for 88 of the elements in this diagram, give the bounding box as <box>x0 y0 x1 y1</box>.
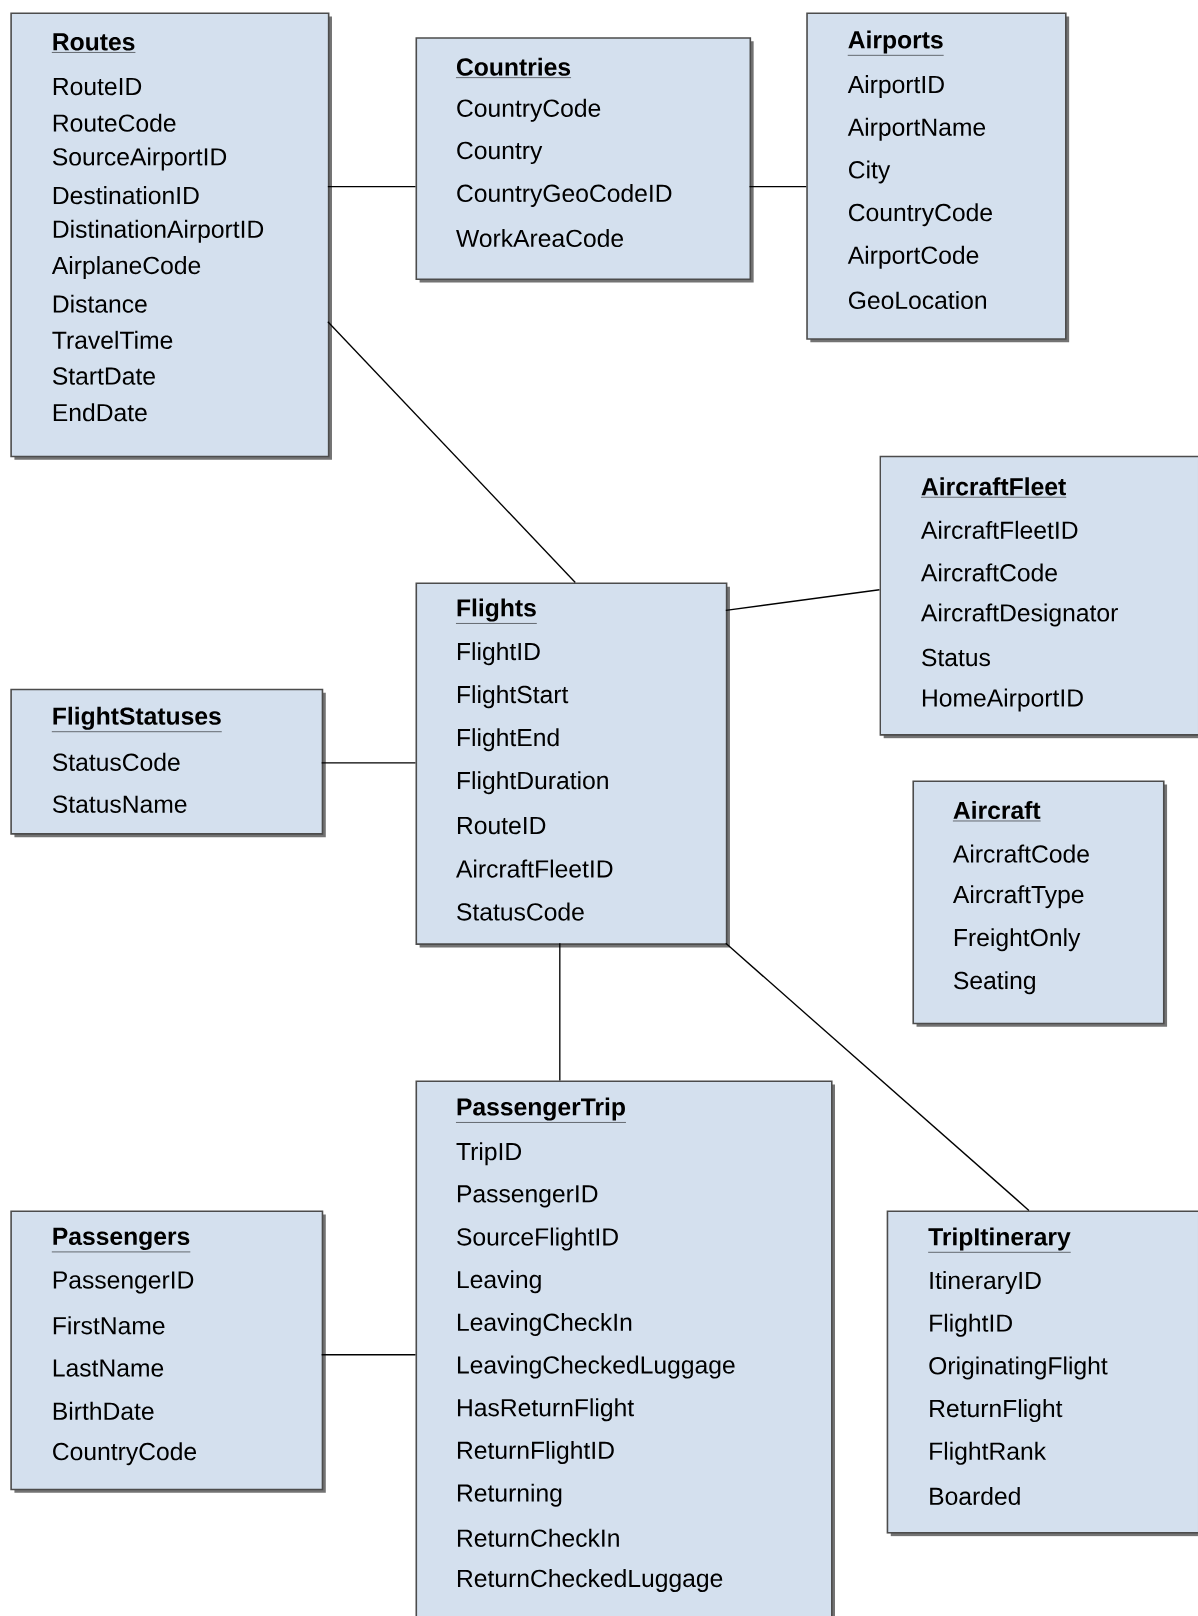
field-name: AircraftFleetID <box>456 859 613 878</box>
field-name: AircraftCode <box>952 844 1089 863</box>
table-box <box>415 1080 836 1616</box>
table-name: Airports <box>847 30 944 56</box>
field-name: ReturnFlightID <box>458 1440 614 1464</box>
field-name: DestinationID <box>53 186 199 205</box>
table-name: AircraftFleet <box>920 477 1067 498</box>
connector-line <box>559 942 561 1082</box>
field-name: CountryGeoCodeID <box>457 184 672 207</box>
field-name: TripID <box>456 1142 521 1166</box>
field-name: HomeAirportID <box>922 688 1083 712</box>
field-name: AircraftFleetID <box>921 520 1078 539</box>
field-name: FlightID <box>458 642 540 666</box>
field-name: Status <box>922 648 990 667</box>
field-name: PassengerID <box>458 1185 598 1208</box>
field-name: StartDate <box>52 367 155 385</box>
field-name: CountryCode <box>849 203 992 227</box>
field-name: AirportID <box>847 75 944 99</box>
field-name: StatusName <box>52 795 187 813</box>
field-name: LeavingCheckIn <box>458 1312 632 1336</box>
field-name: Seating <box>954 971 1035 995</box>
field-name: RouteID <box>458 817 546 835</box>
table-name: PassengerTrip <box>455 1097 627 1123</box>
table-box <box>912 780 1168 1027</box>
field-name: HasReturnFlight <box>458 1398 634 1422</box>
table-name: FlightStatuses <box>51 706 223 732</box>
field-name: AircraftCode <box>921 563 1057 582</box>
table-box <box>415 582 730 948</box>
field-name: LastName <box>53 1359 164 1377</box>
field-name: ReturnCheckedLuggage <box>458 1569 723 1592</box>
field-name: AircraftDesignator <box>921 603 1118 627</box>
field-name: BirthDate <box>53 1401 154 1420</box>
field-name: RouteCode <box>53 113 176 132</box>
field-name: FirstName <box>53 1316 165 1335</box>
field-name: AirplaneCode <box>51 256 201 280</box>
field-name: FlightEnd <box>458 728 559 752</box>
field-name: CountryCode <box>53 1442 197 1466</box>
field-name: Country <box>457 141 543 165</box>
field-name: Boarded <box>930 1486 1020 1506</box>
field-name: FlightID <box>930 1313 1012 1337</box>
field-name: Leaving <box>458 1270 541 1294</box>
connector-line <box>327 321 576 584</box>
field-name: Returning <box>458 1483 562 1507</box>
field-name: TravelTime <box>52 330 173 349</box>
field-name: ReturnFlight <box>930 1399 1063 1423</box>
table-box <box>10 1210 326 1493</box>
field-name: StatusCode <box>457 902 584 921</box>
field-name: FlightDuration <box>458 771 608 795</box>
field-name: FlightRank <box>930 1441 1047 1465</box>
connector-line <box>321 1354 417 1356</box>
field-name: LeavingCheckedLuggage <box>458 1355 735 1379</box>
field-name: EndDate <box>53 403 147 422</box>
field-name: StatusCode <box>52 752 180 771</box>
connector-line <box>321 762 417 764</box>
field-name: DistinationAirportID <box>53 219 264 243</box>
field-name: AirportCode <box>847 245 979 269</box>
field-name: Distance <box>53 294 147 313</box>
field-name: SourceAirportID <box>52 147 227 171</box>
table-name: Flights <box>455 598 538 624</box>
field-name: GeoLocation <box>848 290 986 310</box>
field-name: CountryCode <box>457 98 601 122</box>
field-name: RouteID <box>53 78 142 96</box>
field-name: AirportName <box>847 117 986 141</box>
field-name: WorkAreaCode <box>456 229 623 248</box>
field-name: City <box>849 160 891 184</box>
connector-line <box>748 185 807 188</box>
table-name: Passengers <box>51 1227 191 1253</box>
field-name: AircraftType <box>952 885 1084 909</box>
table-name: Countries <box>455 57 572 78</box>
connector-line <box>327 185 417 188</box>
table-name: Aircraft <box>952 801 1041 822</box>
table-box <box>886 1210 1198 1537</box>
field-name: FlightStart <box>458 685 569 709</box>
field-name: PassengerID <box>53 1271 194 1294</box>
table-box <box>806 12 1070 343</box>
field-name: ItineraryID <box>930 1271 1041 1295</box>
connector-line <box>725 942 1030 1212</box>
connector-line <box>725 589 881 611</box>
table-box <box>10 688 326 838</box>
table-box <box>879 455 1198 739</box>
table-name: Routes <box>51 33 136 53</box>
field-name: SourceFlightID <box>457 1227 618 1251</box>
table-box <box>415 37 754 283</box>
field-name: ReturnCheckIn <box>458 1528 619 1547</box>
field-name: FreightOnly <box>954 928 1081 952</box>
table-name: TripItinerary <box>927 1227 1071 1253</box>
table-box <box>10 12 332 460</box>
field-name: OriginatingFlight <box>929 1356 1108 1380</box>
